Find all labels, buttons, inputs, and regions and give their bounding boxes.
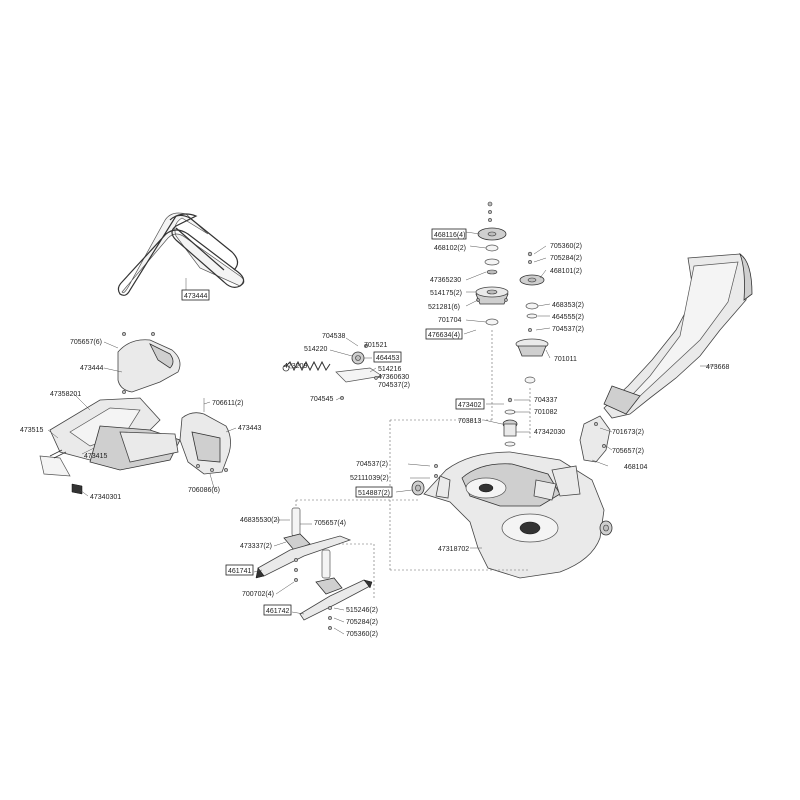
- label-705284-2b: 705284(2): [346, 619, 378, 626]
- label-473515: 473515: [20, 427, 43, 434]
- label-473337-2: 473337(2): [240, 543, 272, 550]
- svg-text:473402: 473402: [458, 402, 481, 409]
- svg-text:464453: 464453: [376, 355, 399, 362]
- svg-text:476634(4): 476634(4): [428, 332, 460, 339]
- label-46835530-2: 46835530(2): [240, 517, 280, 524]
- spindle-stack-right: [515, 251, 549, 384]
- label-704537-2: 704537(2): [378, 382, 410, 389]
- label-704537-2b: 704537(2): [552, 326, 584, 333]
- label-468102-2: 468102(2): [434, 245, 466, 252]
- label-464555-2: 464555(2): [552, 314, 584, 321]
- label-704538: 704538: [322, 333, 345, 340]
- label-47340301: 47340301: [90, 494, 121, 501]
- label-464453: 464453: [373, 351, 402, 363]
- label-704545: 704545: [310, 396, 333, 403]
- label-706086-6: 706086(6): [188, 487, 220, 494]
- label-belt: 473444: [181, 289, 210, 301]
- label-473209: 473209: [284, 363, 307, 370]
- label-704537-2c: 704537(2): [356, 461, 388, 468]
- spindle-stack-left: [475, 201, 509, 326]
- label-701673-2: 701673(2): [612, 429, 644, 436]
- svg-text:514887(2): 514887(2): [358, 490, 390, 497]
- label-700702-4: 700702(4): [242, 591, 274, 598]
- label-476634-4: 476634(4): [425, 328, 463, 340]
- label-461741: 461741: [225, 564, 254, 576]
- svg-text:468116(4): 468116(4): [434, 232, 465, 239]
- spring-part: [49, 449, 67, 459]
- label-705360-2b: 705360(2): [346, 631, 378, 638]
- top-cover-part: [117, 332, 181, 394]
- tensioner-assembly: [282, 344, 383, 400]
- label-705360-2: 705360(2): [550, 243, 582, 250]
- discharge-chute: [603, 252, 753, 419]
- deck-wheel-front: [411, 480, 425, 496]
- blade-lower: [299, 549, 373, 630]
- label-701521: 701521: [364, 342, 387, 349]
- label-473402: 473402: [455, 398, 485, 410]
- drive-belt: [117, 212, 245, 296]
- label-47358201: 47358201: [50, 391, 81, 398]
- deck-wheel-right: [599, 520, 613, 536]
- svg-text:461741: 461741: [228, 568, 251, 575]
- label-473444: 473444: [80, 365, 103, 372]
- label-705657-6: 705657(6): [70, 339, 102, 346]
- blade-upper: [255, 507, 352, 582]
- label-705657-4: 705657(4): [314, 520, 346, 527]
- label-461742: 461742: [263, 604, 292, 616]
- label-514887-2: 514887(2): [355, 486, 393, 498]
- label-468116-4: 468116(4): [431, 228, 467, 240]
- label-47318702: 47318702: [438, 546, 469, 553]
- label-47360630: 47360630: [378, 374, 409, 381]
- mower-deck: [423, 451, 605, 579]
- label-468104: 468104: [624, 464, 647, 471]
- label-705284-2: 705284(2): [550, 255, 582, 262]
- label-47342030: 47342030: [534, 429, 565, 436]
- label-514220: 514220: [304, 346, 327, 353]
- chute-bracket: [579, 415, 611, 463]
- label-468101-2: 468101(2): [550, 268, 582, 275]
- label-701011: 701011: [554, 356, 577, 363]
- rear-cover-part: [179, 398, 231, 475]
- label-701704: 701704: [438, 317, 461, 324]
- label-47365230: 47365230: [430, 277, 461, 284]
- label-521281-6: 521281(6): [428, 304, 460, 311]
- label-52111039-2: 52111039(2): [350, 475, 389, 482]
- svg-text:473444: 473444: [184, 293, 207, 300]
- label-473668: 473668: [706, 364, 729, 371]
- label-704337: 704337: [534, 397, 557, 404]
- deflector-plate-part: [39, 397, 181, 495]
- label-515246-2: 515246(2): [346, 607, 378, 614]
- label-473415: 473415: [84, 453, 107, 460]
- label-703813: 703813: [458, 418, 481, 425]
- center-spindle: [502, 397, 518, 447]
- label-514216: 514216: [378, 366, 401, 373]
- label-701082: 701082: [534, 409, 557, 416]
- label-514175-2: 514175(2): [430, 290, 462, 297]
- label-706611-2: 706611(2): [212, 400, 243, 407]
- label-705657-2: 705657(2): [612, 448, 644, 455]
- label-473443: 473443: [238, 425, 261, 432]
- label-468353-2: 468353(2): [552, 302, 584, 309]
- svg-text:461742: 461742: [266, 608, 289, 615]
